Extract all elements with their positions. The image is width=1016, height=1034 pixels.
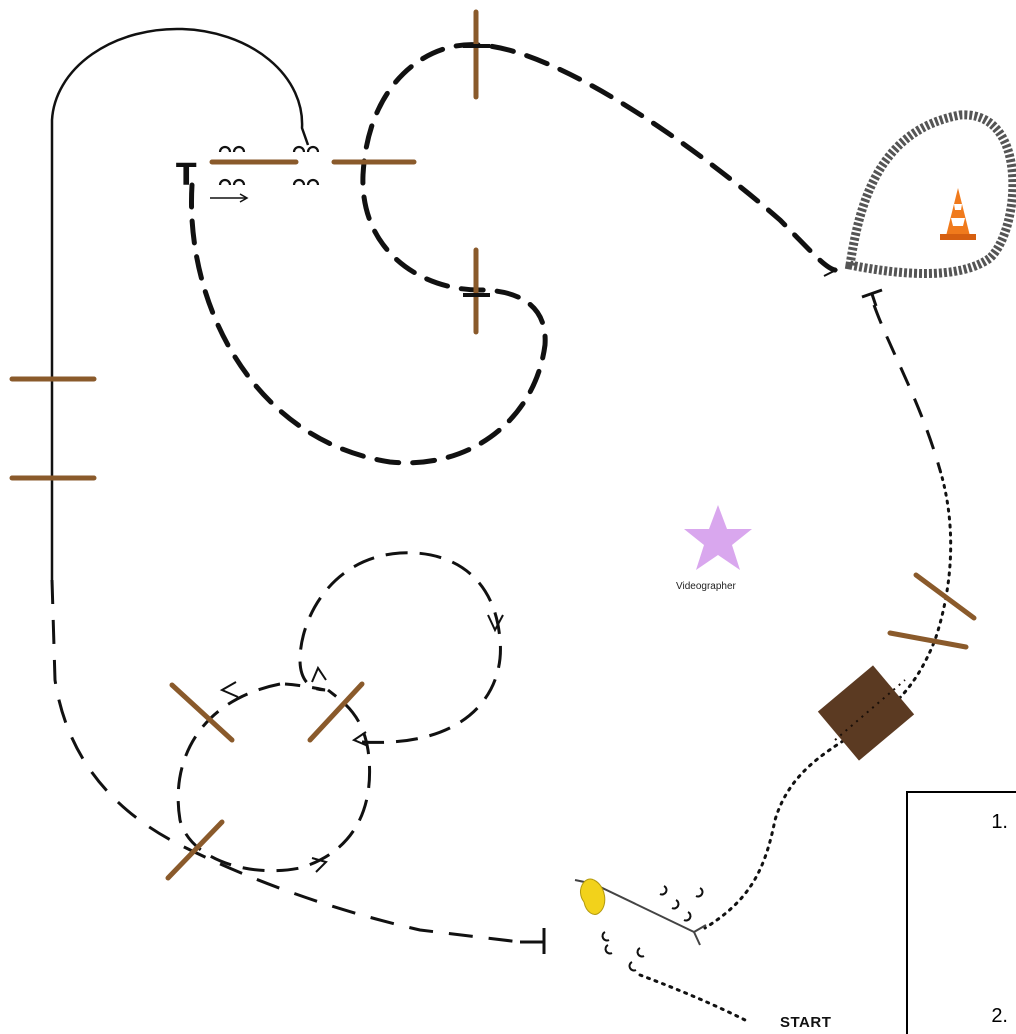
dotted-path-start xyxy=(638,973,747,1022)
dashed-circle-upper xyxy=(284,551,502,744)
stop-marker xyxy=(861,288,883,299)
arrowhead xyxy=(219,681,239,698)
rope-loop xyxy=(844,110,1016,278)
box-obstacle xyxy=(817,665,915,761)
arrowhead xyxy=(311,665,327,683)
gate-line xyxy=(693,924,707,933)
stop-marker-stem xyxy=(870,293,878,307)
videographer-label: Videographer xyxy=(676,581,737,592)
list-item-number: 2. xyxy=(991,1005,1008,1027)
dashed-path-upper-loop xyxy=(188,42,838,466)
trot-marker-label: T xyxy=(176,158,197,193)
dashed-path-right xyxy=(872,304,942,471)
dashed-circle-lower xyxy=(176,682,372,873)
arrowhead xyxy=(311,857,328,873)
pole xyxy=(169,682,235,743)
videographer-star-icon xyxy=(684,505,752,570)
hoofprints-gate xyxy=(601,885,704,972)
solid-path xyxy=(50,27,310,580)
list-item-number: 1. xyxy=(991,811,1008,833)
dotted-path xyxy=(703,468,953,930)
pole xyxy=(913,572,977,621)
instructions-panel: 1. 2. xyxy=(906,791,1016,1034)
pole xyxy=(307,681,365,743)
start-label: START xyxy=(780,1014,831,1031)
gate-line xyxy=(593,883,695,933)
cone-icon xyxy=(940,188,976,240)
pole xyxy=(887,630,969,650)
pole xyxy=(165,819,225,881)
arrowhead xyxy=(819,261,839,277)
arrowhead xyxy=(239,193,249,203)
rider-icon xyxy=(580,878,606,915)
gate-line xyxy=(693,931,701,946)
hoofprints-top xyxy=(218,145,320,186)
arrowhead xyxy=(351,731,369,747)
dotted-over-box xyxy=(834,679,906,741)
arrowhead xyxy=(487,614,504,633)
dashed-path-left xyxy=(50,579,521,944)
